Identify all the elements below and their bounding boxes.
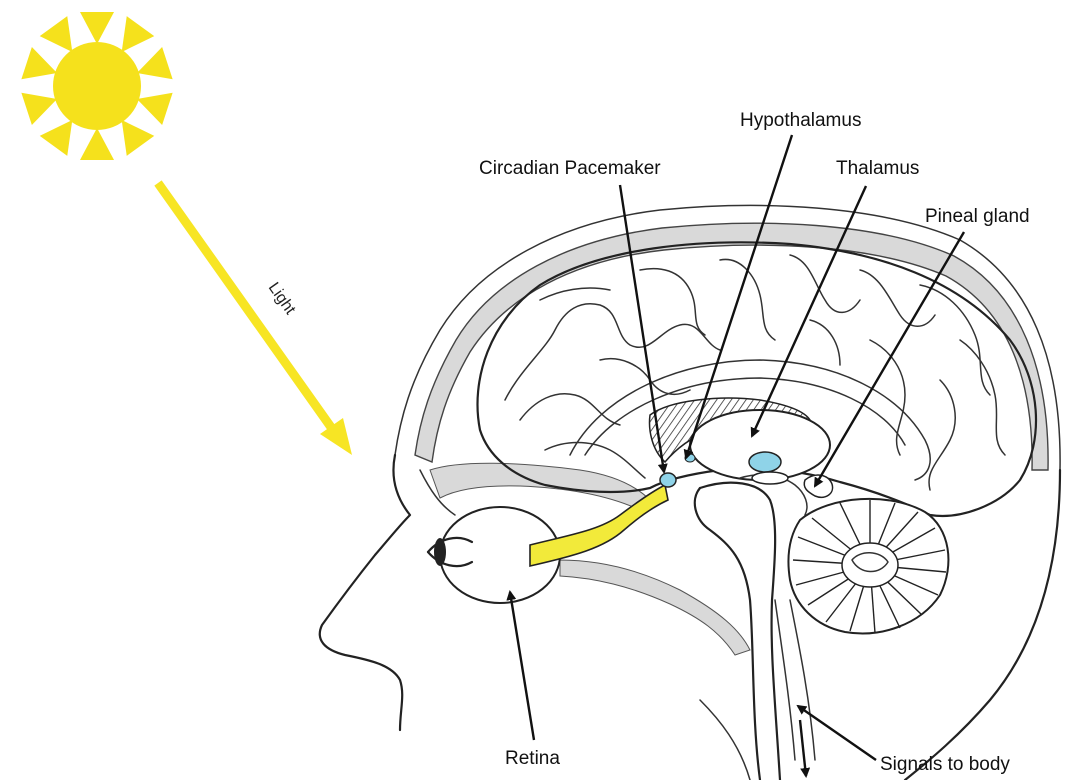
signals-to-body-pointer (798, 706, 876, 760)
retina-label: Retina (505, 748, 560, 769)
thalamus-inner (749, 452, 781, 472)
pineal-gland-pointer (815, 232, 964, 486)
circadian-pacemaker-dot (660, 473, 676, 487)
light-beam-arrow (158, 183, 352, 455)
light-label: Light (265, 280, 299, 319)
sun-icon (21, 12, 172, 160)
circadian-pacemaker-label: Circadian Pacemaker (479, 158, 661, 179)
spinal-down-arrow (800, 720, 806, 776)
retina-pointer (510, 592, 534, 740)
head-outline (320, 205, 1060, 780)
cerebellum (788, 499, 948, 634)
signals-to-body-label: Signals to body (880, 754, 1010, 775)
thalamus-label: Thalamus (836, 158, 919, 179)
pineal-gland-label: Pineal gland (925, 206, 1030, 227)
hypothalamus-label: Hypothalamus (740, 110, 861, 131)
optic-pathway (530, 485, 668, 566)
